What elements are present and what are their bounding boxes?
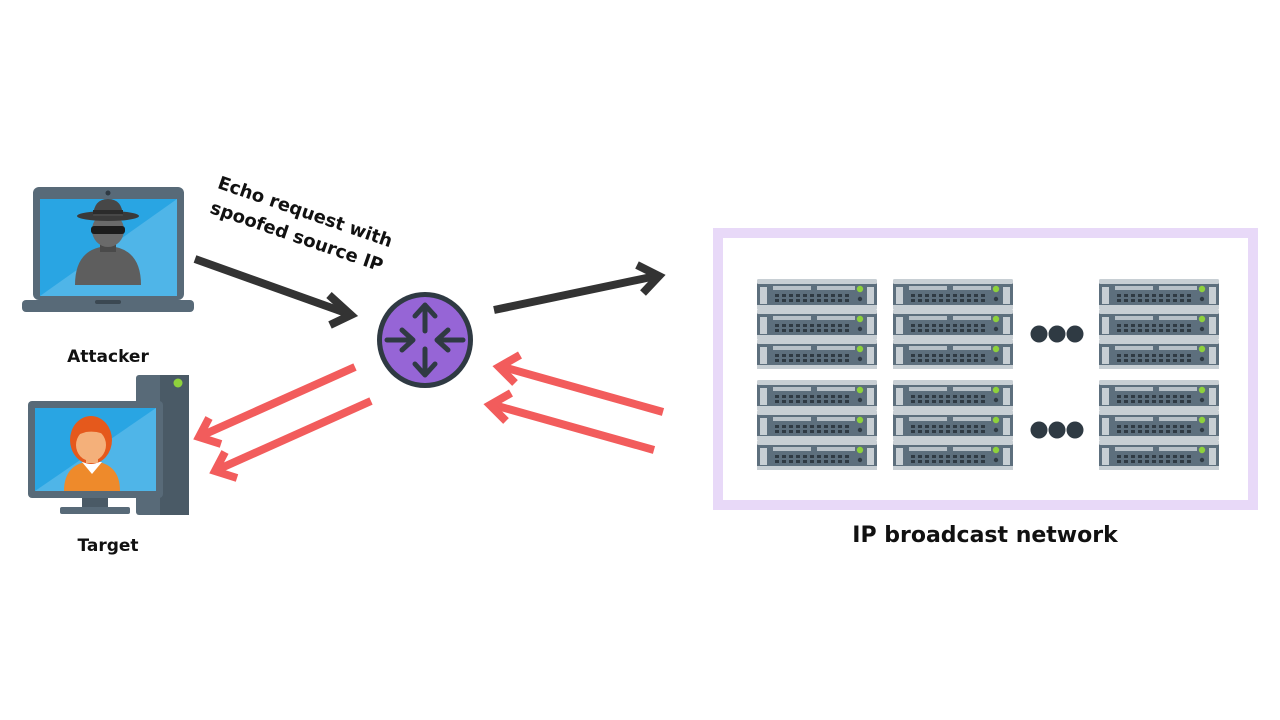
server-rack-icon: [757, 279, 1219, 470]
attacker-laptop-icon: [22, 187, 194, 312]
ellipsis-icon: [1030, 325, 1084, 343]
ellipsis-icon: [1030, 421, 1084, 439]
reply-arrows-to-router: [483, 351, 665, 454]
network-label: IP broadcast network: [852, 523, 1119, 548]
desktop-user-icon: [28, 375, 189, 515]
attacker-label: Attacker: [67, 347, 149, 367]
router-icon: [377, 292, 473, 388]
request-arrow-to-network: [493, 261, 666, 314]
request-arrow-to-router: [193, 255, 359, 329]
broadcast-network-box: [713, 228, 1258, 510]
reply-arrows-to-target: [193, 363, 373, 482]
target-label: Target: [77, 536, 138, 556]
